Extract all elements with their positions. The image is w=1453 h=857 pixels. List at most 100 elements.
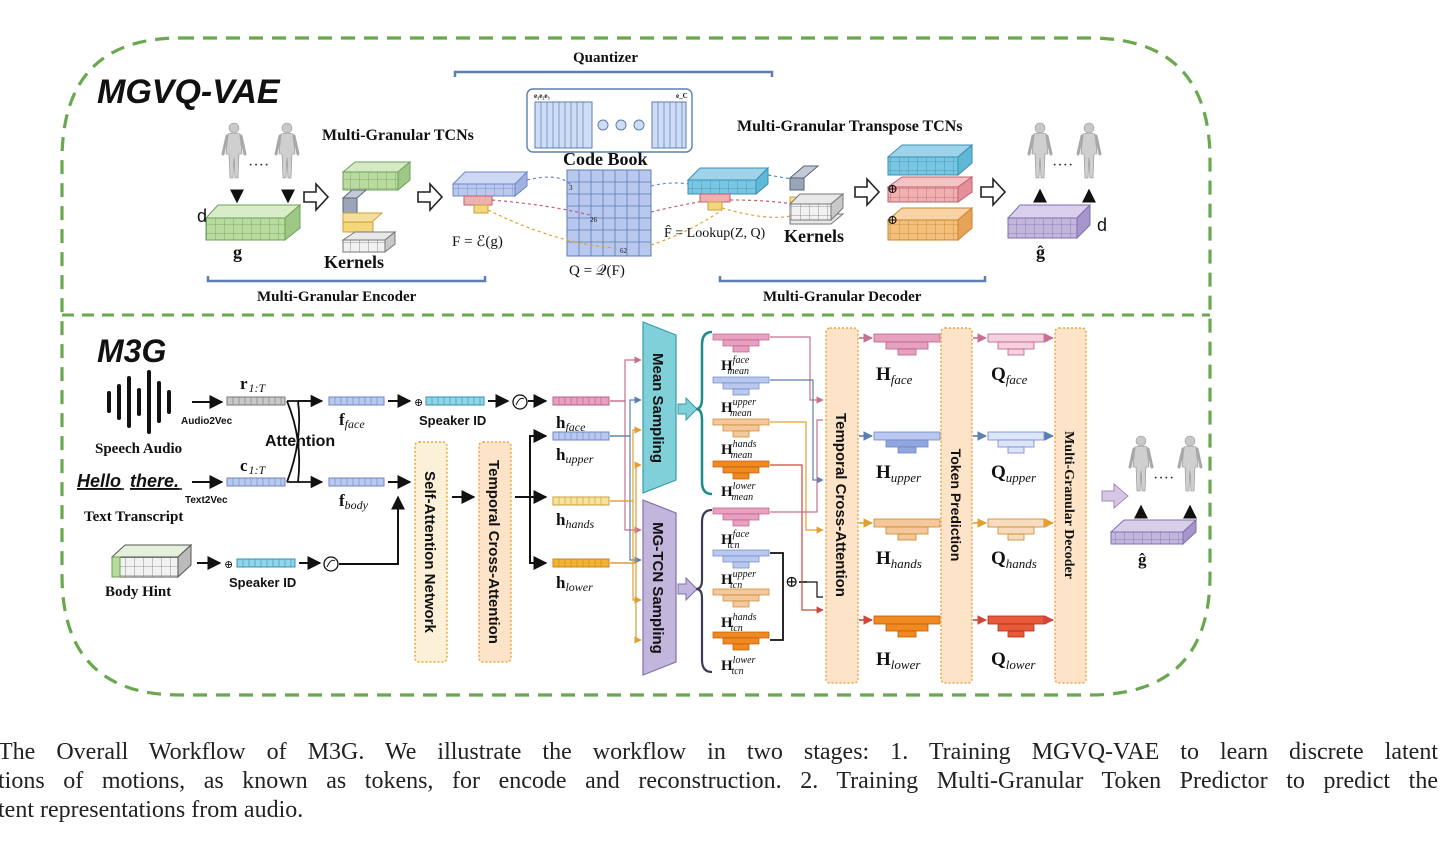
tcn-brace: [695, 508, 713, 674]
pyramid-H-mean-hands: [712, 418, 770, 438]
pyramid-H-tcn-face: [712, 507, 770, 527]
vector-r: [226, 396, 286, 406]
hollow-arrow-2: [417, 181, 444, 213]
label-token-prediction: Token Prediction: [948, 449, 964, 562]
label-H-upper: Hupper: [876, 462, 922, 485]
caption-line-1: The Overall Workflow of M3G. We illustra…: [0, 739, 1438, 765]
label-Q-upper: Qupper: [991, 462, 1037, 485]
dim-label-d-left: d: [197, 206, 207, 226]
label-temporal-cross-attention-1: Temporal Cross-Attention: [485, 460, 502, 644]
label-code-book: Code Book: [563, 149, 648, 169]
vector-h-face: [552, 396, 610, 406]
oplus-tcn-combine: ⊕: [785, 574, 798, 591]
output-human-left-stage2: [1128, 434, 1154, 493]
body-hint-slab: [110, 543, 193, 579]
temporal-cross-attention-box-1: [478, 441, 512, 663]
pyramid-H-tcn-lower: [712, 631, 770, 651]
label-decoder: Multi-Granular Decoder: [763, 289, 922, 305]
mgtcn-sampling-block: [642, 499, 677, 676]
label-h-lower: hlower: [556, 573, 593, 594]
dim-label-d-right: d: [1097, 215, 1107, 235]
hollow-arrow-3: [854, 176, 881, 208]
pyramid-H-face: [873, 333, 941, 356]
tcn-kernel-stack: [341, 160, 412, 254]
pyramid-H-hands: [873, 518, 941, 541]
workflow-diagram: MGVQ-VAE ···· d g Multi-Granular TCNs: [60, 36, 1212, 697]
label-mg-tcns: Multi-Granular TCNs: [322, 127, 474, 144]
label-h-face: hface: [556, 413, 586, 434]
token-grid-Q: 3 26 62: [566, 169, 652, 257]
mean-sampling-block: [642, 321, 677, 494]
activation-circle-bottom: [323, 556, 339, 572]
grid-num-2: 26: [590, 216, 598, 224]
temporal-cross-attention-box-2: [825, 327, 859, 684]
pyramid-Q-upper: [987, 431, 1045, 454]
hollow-arrow-1: [303, 181, 330, 213]
grid-num-1: 3: [569, 184, 573, 192]
label-Q-face: Qface: [991, 364, 1028, 387]
hollow-arrow-4: [980, 176, 1007, 208]
pyramid-H-lower: [873, 615, 941, 638]
pyramid-H-mean-lower: [712, 460, 770, 480]
feature-slab-g-hat-stage2: [1109, 518, 1198, 546]
feature-F: [451, 170, 529, 214]
speaker-id-vector-bottom: [236, 558, 296, 568]
label-speaker-id-bottom: Speaker ID: [229, 575, 296, 590]
stage1-mgvq-vae: MGVQ-VAE ···· d g Multi-Granular TCNs: [97, 50, 1107, 305]
pyramid-H-tcn-hands: [712, 588, 770, 608]
oplus-2: ⊕: [887, 212, 898, 227]
reconstruction-stack: [886, 143, 974, 242]
output-human-left: [1027, 121, 1053, 180]
mg-decoder-box: [1054, 327, 1087, 684]
pyramid-H-upper: [873, 431, 941, 454]
label-encoder: Multi-Granular Encoder: [257, 289, 417, 305]
label-Q-eq: Q = 𝒬(F): [569, 263, 625, 279]
stage2-m3g: M3G Speech Audio Audio2Vec r1:T Hello th…: [77, 321, 1203, 684]
token-prediction-box: [940, 327, 973, 684]
self-attention-box: [414, 441, 448, 663]
speaker-id-vector-top: [425, 396, 485, 406]
pyramid-H-mean-upper: [712, 376, 770, 396]
encoder-bracket: [206, 276, 487, 283]
label-kernels-right: Kernels: [784, 226, 844, 246]
input-human-left: [221, 121, 247, 180]
mean-brace: [695, 330, 713, 496]
outer-frame: [60, 36, 1212, 697]
text-hello: Hello: [77, 471, 121, 491]
output-arrow: [1101, 482, 1129, 510]
output-human-right-stage2: [1177, 434, 1203, 493]
pyramid-Q-lower: [987, 615, 1045, 638]
pyramid-H-tcn-upper: [712, 549, 770, 569]
label-temporal-cross-attention-2: Temporal Cross-Attention: [832, 413, 849, 597]
stage1-title: MGVQ-VAE: [97, 73, 281, 111]
label-mg-transpose-tcns: Multi-Granular Transpose TCNs: [737, 118, 963, 135]
label-h-upper: hupper: [556, 445, 594, 466]
label-body-hint: Body Hint: [105, 584, 171, 600]
label-g: g: [233, 242, 242, 262]
label-mgtcn-sampling: MG-TCN Sampling: [649, 522, 666, 654]
feature-F-hat: [686, 166, 770, 211]
input-human-right: [274, 121, 300, 180]
oplus-speaker-bottom: ⊕: [224, 559, 233, 571]
label-F-hat-eq: F̂ = Lookup(Z, Q): [664, 224, 766, 241]
vector-f-face: [328, 396, 385, 406]
label-r: r1:T: [240, 374, 267, 395]
vector-c: [226, 477, 286, 487]
pyramid-Q-hands: [987, 518, 1045, 541]
label-speaker-id-top: Speaker ID: [419, 413, 486, 428]
label-g-hat-stage2: ĝ: [1138, 550, 1147, 569]
vector-h-lower: [552, 558, 610, 568]
input-ellipsis: ····: [248, 157, 269, 174]
label-mean-sampling: Mean Sampling: [649, 353, 666, 463]
label-f-face: fface: [339, 410, 365, 431]
label-mg-decoder-stage2: Multi-Granular Decoder: [1061, 431, 1076, 579]
label-f-body: fbody: [339, 491, 369, 512]
label-attention: Attention: [265, 433, 335, 450]
code-label-right: e_C: [676, 92, 688, 100]
label-c: c1:T: [240, 456, 267, 477]
oplus-speaker-top: ⊕: [414, 397, 423, 409]
